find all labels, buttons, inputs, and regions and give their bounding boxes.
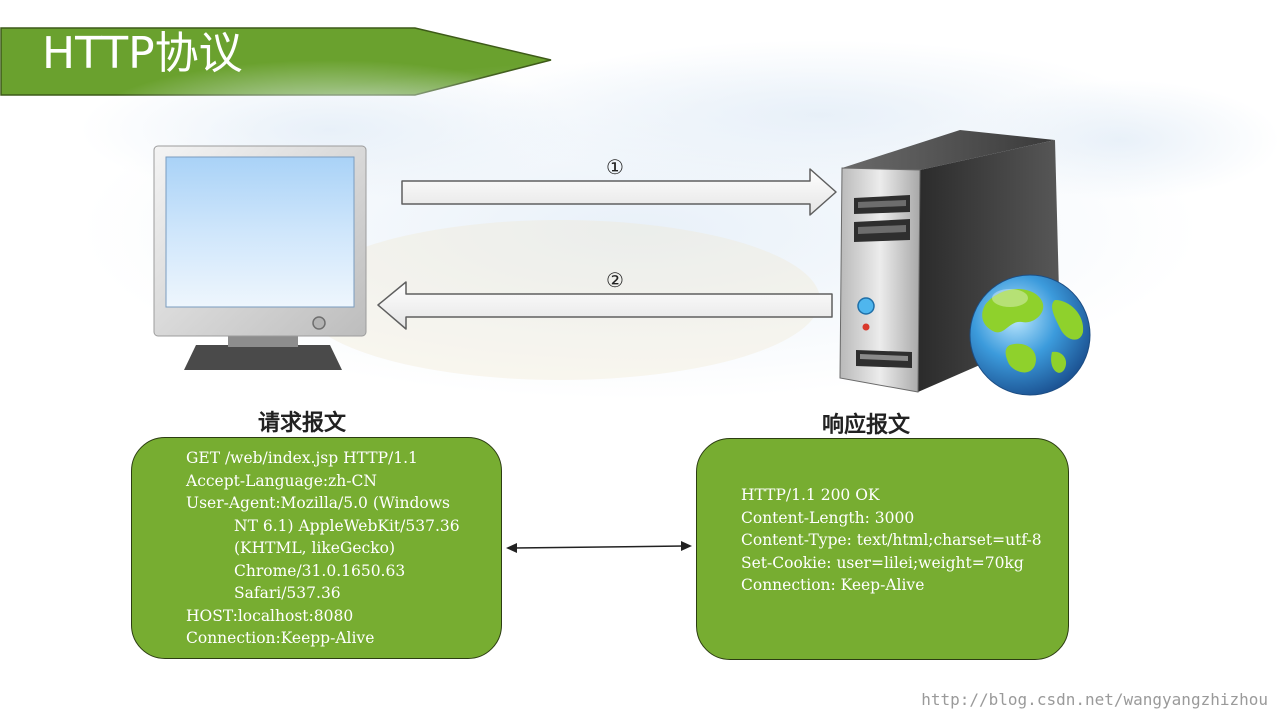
- response-line: Connection: Keep-Alive: [741, 576, 925, 594]
- request-message-box: GET /web/index.jsp HTTP/1.1 Accept-Langu…: [131, 437, 502, 659]
- response-arrow: [377, 281, 833, 330]
- response-heading: 响应报文: [822, 413, 911, 438]
- request-line: GET /web/index.jsp HTTP/1.1: [186, 449, 418, 467]
- request-arrow: [401, 168, 837, 216]
- message-connector: [506, 541, 692, 553]
- response-line: HTTP/1.1 200 OK: [741, 486, 880, 504]
- response-message-box: HTTP/1.1 200 OK Content-Length: 3000 Con…: [696, 438, 1069, 660]
- request-line: NT 6.1) AppleWebKit/537.36: [234, 516, 460, 535]
- request-line: (KHTML, likeGecko): [234, 539, 395, 557]
- computer-monitor-icon: [153, 145, 367, 370]
- watermark-url: http://blog.csdn.net/wangyangzhizhou: [921, 690, 1268, 709]
- request-line: Accept-Language:zh-CN: [186, 471, 377, 490]
- request-line: Safari/537.36: [234, 584, 341, 602]
- response-line: Content-Type: text/html;charset=utf-8: [741, 531, 1042, 549]
- request-arrow-label: ①: [606, 155, 624, 179]
- request-heading: 请求报文: [258, 411, 347, 436]
- request-line: Chrome/31.0.1650.63: [234, 561, 406, 580]
- response-arrow-label: ②: [606, 268, 624, 292]
- response-line: Content-Length: 3000: [741, 508, 915, 527]
- request-line: User-Agent:Mozilla/5.0 (Windows: [186, 494, 450, 512]
- response-line: Set-Cookie: user=lilei;weight=70kg: [741, 553, 1024, 572]
- request-line: HOST:localhost:8080: [186, 606, 354, 625]
- request-line: Connection:Keepp-Alive: [186, 629, 375, 647]
- globe-icon: [969, 274, 1091, 396]
